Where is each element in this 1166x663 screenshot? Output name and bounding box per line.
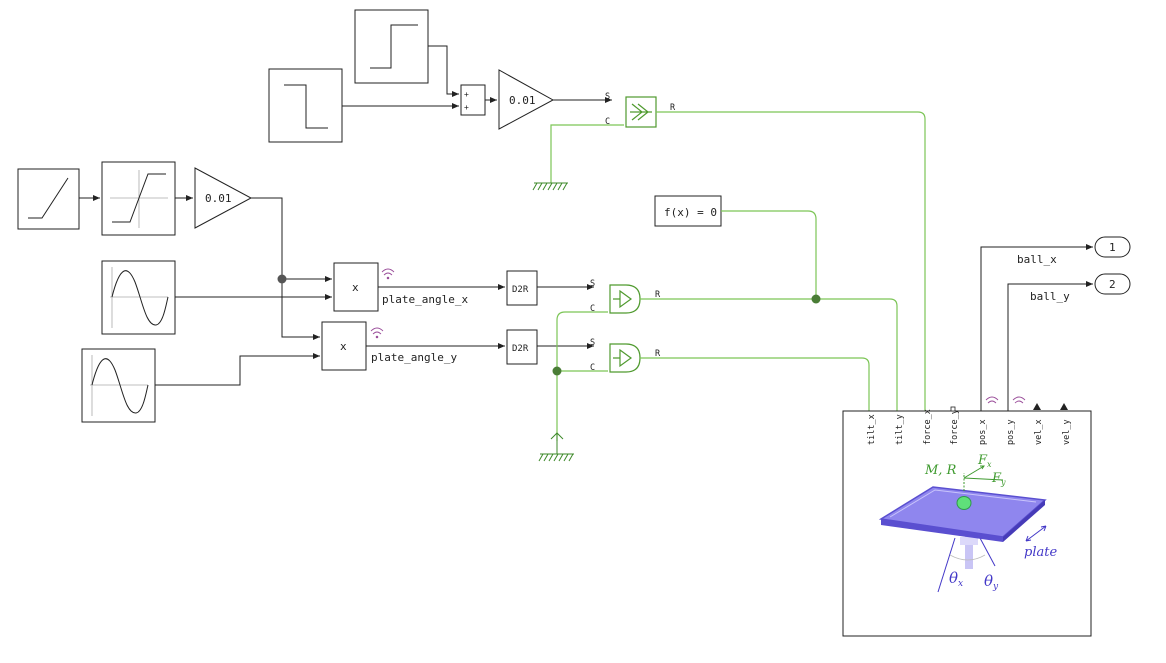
plant-port-force-y: force_y [950, 409, 960, 445]
actuator-y-r: R [655, 349, 661, 359]
wire-force-r-to-plant [656, 111, 926, 411]
ground-symbol-top [532, 182, 568, 191]
product-block-x[interactable]: x [333, 262, 379, 312]
step-block[interactable] [354, 9, 429, 84]
sine-wave-block-2[interactable] [81, 348, 156, 423]
wire-force-c-to-ground [550, 124, 624, 183]
angle-actuator-y[interactable] [609, 343, 641, 373]
wire-sine2-to-product-y [155, 353, 320, 386]
actuator-x-s: S [590, 279, 595, 289]
wire-actuator-x-c-to-ground [556, 311, 608, 441]
gain-block-left[interactable]: 0.01 [194, 167, 253, 229]
icon-mass-radius: M, R [924, 463, 957, 478]
sum-sign-1: + [464, 90, 469, 99]
plant-port-tilt-x: tilt_x [867, 414, 877, 445]
actuator-y-s: S [590, 338, 595, 348]
sine-wave-block-1[interactable] [101, 260, 176, 335]
product-x-label: x [352, 281, 359, 294]
icon-fx: Fx [977, 453, 992, 469]
wireless-icon-pos-y [1012, 396, 1026, 404]
d2r-y-label: D2R [512, 344, 529, 354]
actuator-y-c: C [590, 363, 595, 373]
icon-theta-x: θx [949, 569, 963, 589]
wire-pos-x-to-out1 [980, 244, 1093, 411]
force-source-s: S [605, 92, 610, 102]
saturation-block[interactable] [101, 161, 176, 236]
ramp-block[interactable] [17, 168, 80, 230]
d2r-block-x[interactable]: D2R [506, 270, 538, 306]
vel-x-port-arrow [1033, 403, 1041, 410]
plant-port-force-x: force_x [923, 409, 933, 445]
plant-port-pos-y: pos_y [1006, 419, 1016, 445]
signal-label-plate-angle-y: plate_angle_y [371, 351, 457, 364]
icon-fy: Fy [991, 471, 1006, 487]
force-source-r: R [670, 103, 676, 113]
d2r-x-label: D2R [512, 285, 529, 295]
gain-top-label: 0.01 [509, 94, 536, 107]
signal-label-plate-angle-x: plate_angle_x [382, 293, 468, 306]
ball-plate-icon [878, 465, 1047, 593]
icon-theta-y: θy [984, 572, 999, 592]
force-y-port-marker [950, 406, 956, 412]
sum-sign-2: + [464, 103, 469, 112]
outport-2[interactable]: 2 [1094, 273, 1131, 295]
wire-step-to-sum [428, 45, 459, 97]
actuator-x-r: R [655, 290, 661, 300]
constraint-block[interactable]: f(x) = 0 [654, 195, 722, 227]
force-source-c: C [605, 117, 610, 127]
constraint-junction [811, 294, 821, 304]
plant-port-tilt-y: tilt_y [895, 414, 905, 445]
outport-1-label: 1 [1109, 241, 1116, 254]
plant-port-vel-y: vel_y [1062, 419, 1072, 445]
wire-constraint-to-junction [721, 210, 817, 299]
angle-actuator-x[interactable] [609, 284, 641, 314]
wireless-icon-x [381, 268, 395, 280]
ground-junction [552, 366, 562, 376]
wire-actuator-x-r-to-tilt-y [640, 298, 898, 411]
d2r-block-y[interactable]: D2R [506, 329, 538, 365]
force-source-block[interactable] [625, 96, 657, 128]
product-y-label: x [340, 340, 347, 353]
ground-symbol-bottom [538, 432, 574, 462]
outport-1[interactable]: 1 [1094, 236, 1131, 258]
gain-block-top[interactable]: 0.01 [498, 69, 555, 130]
outport-2-label: 2 [1109, 278, 1116, 291]
branch-point [277, 274, 287, 284]
icon-plate-label: plate [1024, 545, 1057, 560]
signal-label-ball-y: ball_y [1030, 290, 1070, 303]
wire-gain-to-product-y [251, 197, 320, 340]
plant-port-pos-x: pos_x [978, 419, 988, 445]
gain-left-label: 0.01 [205, 192, 232, 205]
plant-port-vel-x: vel_x [1034, 419, 1044, 445]
wire-pos-y-to-out2 [1007, 281, 1093, 411]
vel-y-port-arrow [1060, 403, 1068, 410]
wireless-icon-pos-x [985, 396, 999, 404]
wire-actuator-y-r-to-tilt-x [640, 357, 870, 411]
sum-block[interactable]: + + [460, 84, 486, 116]
constraint-label: f(x) = 0 [664, 206, 717, 219]
signal-label-ball-x: ball_x [1017, 253, 1057, 266]
wireless-icon-y [370, 327, 384, 339]
product-block-y[interactable]: x [321, 321, 367, 371]
step-down-block[interactable] [268, 68, 343, 143]
actuator-x-c: C [590, 304, 595, 314]
